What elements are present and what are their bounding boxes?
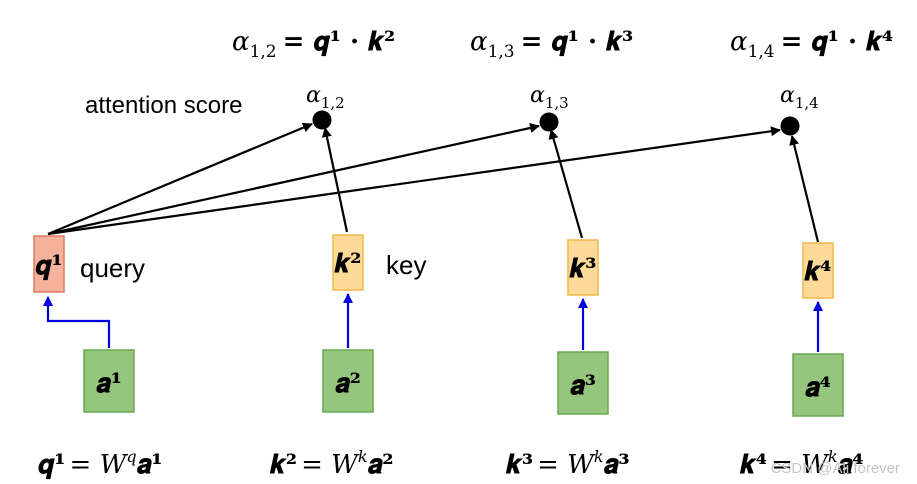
key-label: key [386, 250, 426, 280]
svg-text:α1,2= 𝒒¹ · 𝒌²: α1,2 = 𝒒¹ · 𝒌² [232, 27, 395, 62]
alpha-subscript: 1,4 [748, 42, 775, 62]
formula-top-1-2: α1,2 = 𝒒¹ · 𝒌² [232, 27, 395, 62]
formula-k2: 𝒌²= Wk𝒂² [269, 447, 394, 480]
input-box-a3-text: 𝒂³ [570, 371, 596, 401]
formula-k4: 𝒌⁴= Wk𝒂⁴ [739, 447, 864, 480]
score-dot-1-4 [780, 116, 800, 136]
key-box-k3-text: 𝒌³ [568, 254, 596, 284]
watermark-text: CSDN @Ali forever [771, 460, 900, 477]
arrow-k4-to-score-1-4 [789, 135, 820, 243]
score-dot-1-3 [539, 112, 559, 132]
formula-rhs: = 𝒒¹ · 𝒌³ [521, 27, 634, 57]
alpha-symbol: α [470, 27, 488, 57]
score-label-1-4: α1,4 [780, 83, 819, 112]
input-box-a3 [557, 351, 609, 415]
input-box-a1 [83, 349, 135, 413]
key-box-k2 [332, 234, 364, 291]
arrow-a1-to-q1 [43, 296, 111, 348]
formula-rhs: = 𝒒¹ · 𝒌² [283, 27, 396, 57]
arrow-q1-to-score-1-3 [47, 123, 540, 236]
key-box-k4-text: 𝒌⁴ [803, 257, 831, 287]
projection-arrows [43, 293, 823, 352]
input-box-a1-text: 𝒂¹ [96, 369, 122, 399]
input-box-a4 [792, 353, 844, 417]
query-box-q1 [33, 235, 65, 293]
formula-q1: 𝒒¹= Wq𝒂¹ [38, 447, 163, 480]
key-box-k4 [802, 242, 834, 299]
key-box-k2-text: 𝒌² [333, 249, 361, 279]
input-box-a2 [322, 349, 374, 413]
alpha-subscript: 1,3 [488, 42, 515, 62]
arrow-q1-to-score-1-2 [47, 122, 313, 236]
key-box-k3 [567, 239, 599, 296]
formula-rhs: = 𝒒¹ · 𝒌⁴ [781, 27, 894, 57]
arrow-k3-to-score-1-3 [548, 129, 584, 239]
alpha-symbol: α [232, 27, 250, 57]
svg-text:α1,3= 𝒒¹ · 𝒌³: α1,3 = 𝒒¹ · 𝒌³ [470, 27, 633, 62]
formula-k3: 𝒌³= Wk𝒂³ [505, 447, 630, 480]
score-label-1-2: α1,2 [306, 83, 345, 112]
query-label: query [80, 253, 145, 283]
formula-top-1-4: α1,4 = 𝒒¹ · 𝒌⁴ [730, 27, 893, 62]
formula-top-1-3: α1,3 = 𝒒¹ · 𝒌³ [470, 27, 633, 62]
score-label-1-3: α1,3 [530, 83, 569, 112]
attention-score-label: attention score [85, 92, 242, 119]
alpha-subscript: 1,2 [250, 42, 277, 62]
score-arrows [47, 122, 820, 243]
input-box-a4-text: 𝒂⁴ [805, 373, 831, 403]
query-box-text: 𝒒¹ [35, 251, 63, 281]
svg-text:α1,4= 𝒒¹ · 𝒌⁴: α1,4 = 𝒒¹ · 𝒌⁴ [730, 27, 893, 62]
alpha-symbol: α [730, 27, 748, 57]
score-dot-1-2 [312, 110, 332, 130]
arrow-k2-to-score-1-2 [321, 127, 349, 233]
input-box-a2-text: 𝒂² [335, 369, 361, 399]
arrow-q1-to-score-1-4 [47, 126, 781, 236]
